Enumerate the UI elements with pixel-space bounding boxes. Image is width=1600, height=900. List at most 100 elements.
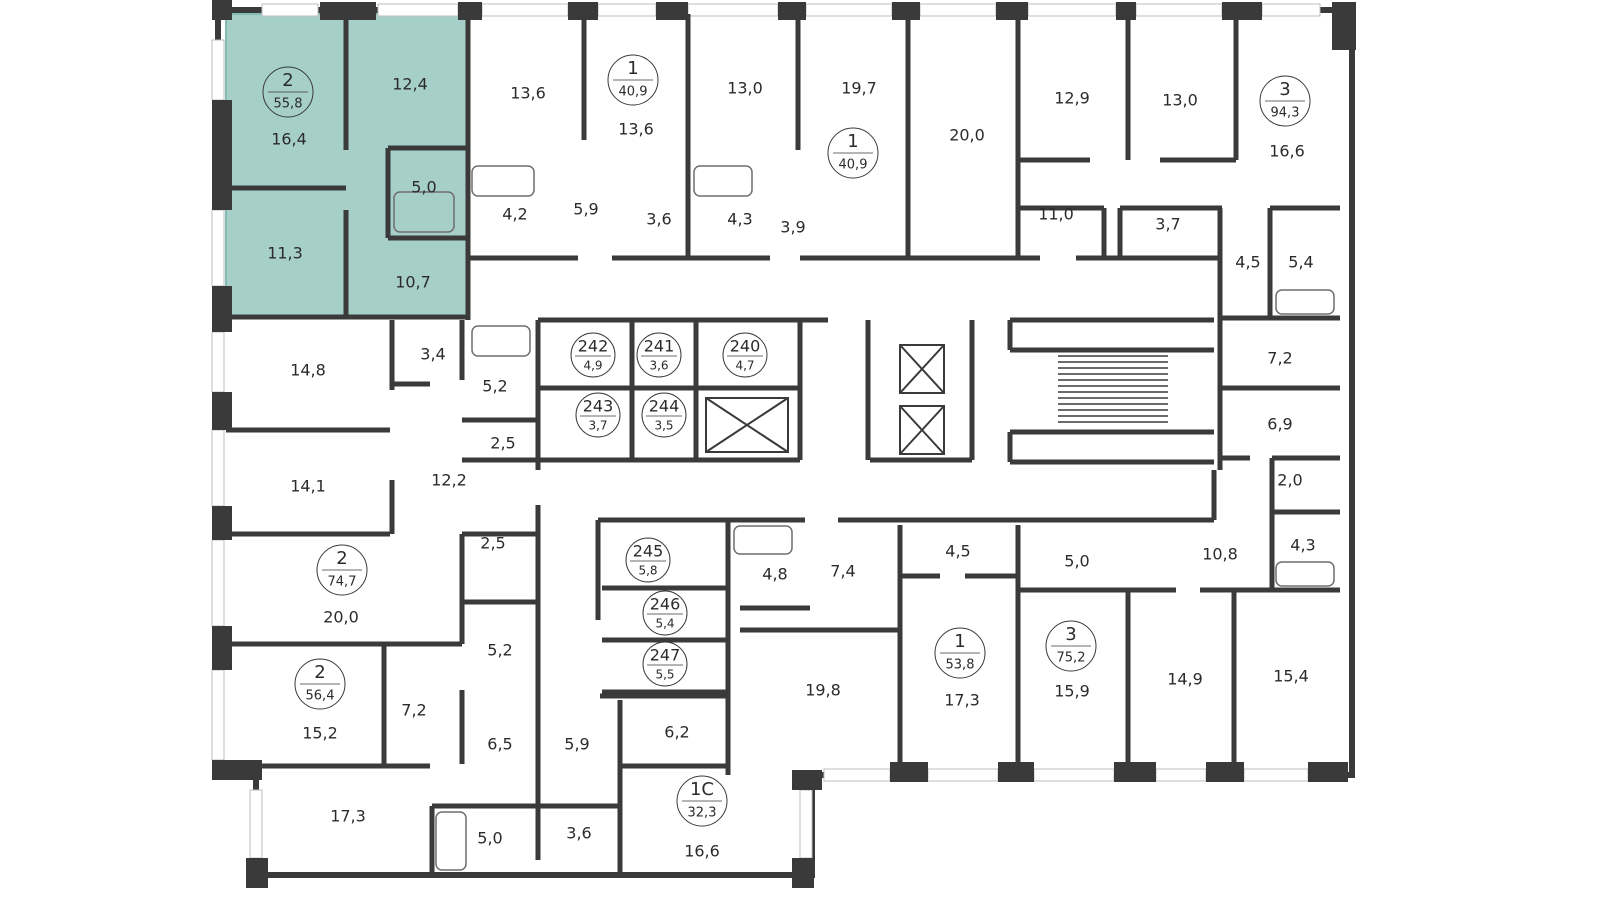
apartment-badges: 255,8140,9140,9394,3274,7256,4153,8375,2… (262, 54, 1311, 827)
apartment-rooms: 2 (336, 548, 347, 569)
room-area-label: 2,5 (480, 534, 505, 553)
storage-number: 244 (649, 397, 680, 416)
room-area-label: 14,1 (290, 477, 326, 496)
apartment-area: 74,7 (328, 575, 357, 590)
room-area-label: 5,4 (1288, 253, 1313, 272)
apartment-badge-apt-f[interactable]: 256,4 (294, 658, 346, 710)
apartment-badge-apt-c[interactable]: 140,9 (827, 127, 879, 179)
room-area-label: 12,4 (392, 75, 428, 94)
storage-number: 241 (644, 337, 675, 356)
room-area-label: 16,4 (271, 130, 307, 149)
apartment-area: 40,9 (619, 85, 648, 100)
room-area-label: 3,6 (566, 824, 591, 843)
storage-area: 3,5 (654, 419, 673, 433)
storage-number: 240 (730, 337, 761, 356)
apartment-badge-apt-h[interactable]: 375,2 (1045, 620, 1097, 672)
storage-circle (642, 641, 688, 687)
room-area-label: 12,9 (1054, 89, 1090, 108)
storage-circle (636, 332, 682, 378)
room-area-label: 4,5 (945, 542, 970, 561)
elevators (705, 344, 945, 455)
apartment-rooms: 3 (1279, 79, 1290, 100)
room-area-label: 3,4 (420, 345, 445, 364)
storage-badges: 2424,92413,62404,72433,72443,52455,82465… (570, 332, 768, 687)
room-area-label: 15,9 (1054, 682, 1090, 701)
apartment-badge-apt-a[interactable]: 255,8 (262, 66, 314, 118)
room-area-label: 15,4 (1273, 667, 1309, 686)
apartment-badge-apt-g[interactable]: 153,8 (934, 627, 986, 679)
apartment-badge-apt-i[interactable]: 1С 32,3 (676, 775, 728, 827)
room-area-label: 16,6 (684, 842, 720, 861)
storage-circle (641, 392, 687, 438)
room-area-label: 3,9 (780, 218, 805, 237)
storage-area: 4,9 (583, 359, 602, 373)
storage-area: 4,7 (735, 359, 754, 373)
room-area-label: 20,0 (949, 126, 985, 145)
room-area-label: 4,2 (502, 205, 527, 224)
storage-circle (570, 332, 616, 378)
room-area-label: 5,9 (564, 735, 589, 754)
windows (211, 3, 1321, 859)
storage-area: 5,5 (655, 668, 674, 682)
room-area-label: 6,9 (1267, 415, 1292, 434)
room-area-label: 17,3 (944, 691, 980, 710)
room-area-label: 10,8 (1202, 545, 1238, 564)
apartment-area: 40,9 (839, 158, 868, 173)
apartment-rooms: 2 (282, 70, 293, 91)
storage-area: 3,6 (649, 359, 668, 373)
room-area-label: 4,3 (1290, 536, 1315, 555)
room-area-label: 2,5 (490, 434, 515, 453)
room-area-label: 4,3 (727, 210, 752, 229)
room-area-label: 6,2 (664, 723, 689, 742)
storage-number: 242 (578, 337, 609, 356)
room-area-label: 7,2 (1267, 349, 1292, 368)
apartment-badge-apt-b[interactable]: 140,9 (607, 54, 659, 106)
room-area-label: 13,0 (727, 79, 763, 98)
room-area-label: 13,0 (1162, 91, 1198, 110)
room-area-label: 11,0 (1038, 205, 1074, 224)
storage-circle (642, 590, 688, 636)
storage-number: 245 (633, 542, 664, 561)
apartment-area: 56,4 (306, 689, 335, 704)
room-area-label: 5,0 (411, 178, 436, 197)
storage-number: 243 (583, 397, 614, 416)
storage-circle (722, 332, 768, 378)
room-area-label: 5,0 (1064, 552, 1089, 571)
room-area-label: 14,9 (1167, 670, 1203, 689)
interior-walls (226, 14, 1340, 875)
apartment-badge-apt-d[interactable]: 394,3 (1259, 75, 1311, 127)
apartment-rooms: 1С (690, 779, 714, 800)
room-area-label: 4,8 (762, 565, 787, 584)
room-area-label: 5,9 (573, 200, 598, 219)
apartment-area: 32,3 (688, 806, 717, 821)
room-area-label: 10,7 (395, 273, 431, 292)
room-area-label: 13,6 (618, 120, 654, 139)
room-area-label: 6,5 (487, 735, 512, 754)
room-area-label: 12,2 (431, 471, 467, 490)
room-area-label: 4,5 (1235, 253, 1260, 272)
room-area-label: 7,2 (401, 701, 426, 720)
apartment-area: 75,2 (1057, 651, 1086, 666)
room-area-label: 5,2 (487, 641, 512, 660)
room-area-label: 19,7 (841, 79, 877, 98)
apartment-area: 53,8 (946, 658, 975, 673)
room-area-label: 16,6 (1269, 142, 1305, 161)
apartment-badge-apt-e[interactable]: 274,7 (316, 544, 368, 596)
apartment-rooms: 1 (847, 131, 858, 152)
room-area-label: 13,6 (510, 84, 546, 103)
room-area-label: 3,7 (1155, 215, 1180, 234)
storage-area: 5,4 (655, 617, 674, 631)
apartment-rooms: 1 (954, 631, 965, 652)
storage-circle (575, 392, 621, 438)
apartment-area: 94,3 (1271, 106, 1300, 121)
